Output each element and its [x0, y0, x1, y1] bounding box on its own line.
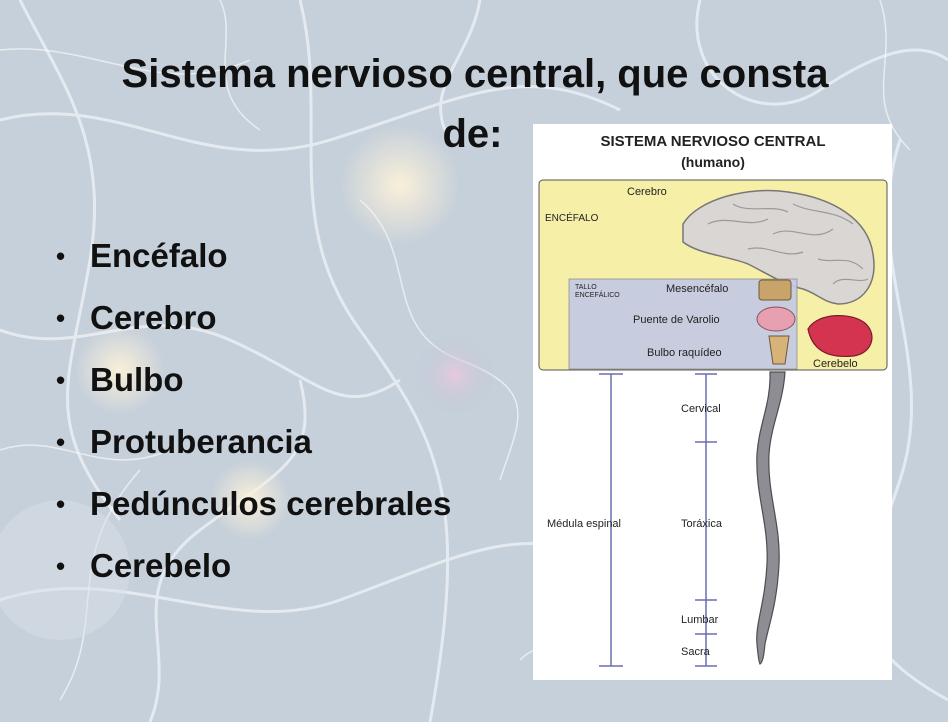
cervical-label: Cervical: [681, 403, 721, 415]
lumbar-label: Lumbar: [681, 614, 719, 626]
encefalo-label: ENCÉFALO: [545, 211, 599, 224]
diagram-subheading: (humano): [681, 154, 745, 170]
bullet-icon: •: [56, 427, 66, 457]
puente-label: Puente de Varolio: [633, 314, 720, 326]
cns-diagram-svg: SISTEMA NERVIOSO CENTRAL (humano) ENCÉFA…: [538, 133, 888, 667]
pons-shape: [756, 306, 796, 332]
bulbo-label: Bulbo raquídeo: [647, 347, 722, 359]
bullet-item: • Encéfalo: [56, 225, 451, 287]
bullet-item: • Pedúnculos cerebrales: [56, 473, 451, 535]
bullet-list: • Encéfalo • Cerebro • Bulbo • Protuberancia…: [56, 225, 451, 597]
slide-title: Sistema nervioso central, que consta de:: [40, 44, 910, 164]
bullet-text: Encéfalo: [90, 237, 228, 274]
tallo-label-2: ENCEFÁLICO: [575, 290, 620, 299]
brain-shape: [682, 189, 875, 305]
bullet-text: Pedúnculos cerebrales: [90, 485, 452, 522]
tallo-label-1: TALLO: [575, 284, 597, 291]
toraxica-label: Toráxica: [681, 518, 723, 530]
medula-label: Médula espinal: [547, 518, 621, 530]
title-line-2: de:: [442, 112, 503, 156]
bullet-icon: •: [56, 365, 66, 395]
brain-folds: [707, 203, 869, 285]
bulbo-shape: [768, 335, 790, 365]
bullet-icon: •: [56, 551, 66, 581]
sacra-label: Sacra: [681, 646, 711, 658]
cerebelo-label: Cerebelo: [813, 358, 858, 370]
title-line-1: Sistema nervioso central, que consta: [121, 52, 829, 96]
cerebro-label: Cerebro: [627, 186, 667, 198]
cns-diagram: SISTEMA NERVIOSO CENTRAL (humano) ENCÉFA…: [533, 124, 892, 680]
bullet-text: Cerebelo: [90, 547, 232, 584]
bullet-item: • Protuberancia: [56, 411, 451, 473]
bullet-item: • Bulbo: [56, 349, 451, 411]
mesencefalo-shape: [758, 279, 792, 301]
bullet-text: Protuberancia: [90, 423, 312, 460]
cerebelo-shape: [807, 314, 873, 358]
bullet-icon: •: [56, 303, 66, 333]
mesencefalo-label: Mesencéfalo: [666, 283, 728, 295]
bullet-item: • Cerebro: [56, 287, 451, 349]
bullet-text: Cerebro: [90, 299, 217, 336]
bullet-text: Bulbo: [90, 361, 184, 398]
bullet-item: • Cerebelo: [56, 535, 451, 597]
spinal-cord-shape: [756, 371, 786, 665]
diagram-heading: SISTEMA NERVIOSO CENTRAL: [600, 133, 825, 150]
bullet-icon: •: [56, 241, 66, 271]
bullet-icon: •: [56, 489, 66, 519]
